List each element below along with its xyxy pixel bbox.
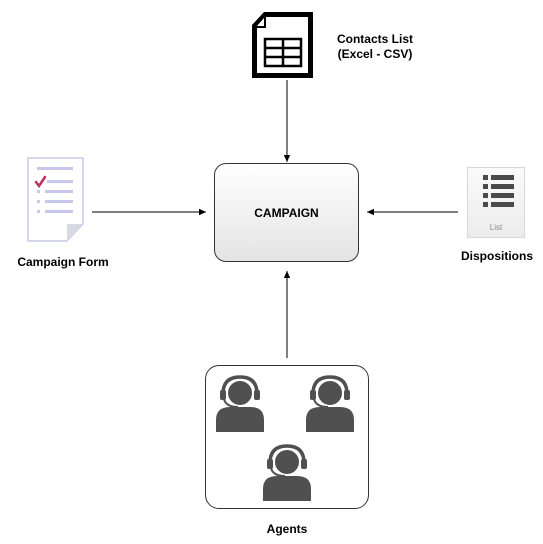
checklist-form-icon bbox=[27, 157, 84, 242]
contacts-subtitle: (Excel - CSV) bbox=[337, 47, 413, 61]
headset-agent-icon bbox=[306, 375, 354, 432]
form-label: Campaign Form bbox=[17, 255, 109, 269]
agents-label: Agents bbox=[266, 522, 308, 536]
contacts-title: Contacts List bbox=[336, 32, 413, 46]
spreadsheet-document-icon bbox=[252, 12, 313, 78]
campaign-box[interactable]: CAMPAIGN bbox=[214, 163, 359, 262]
dispositions-label: Dispositions bbox=[460, 249, 533, 263]
campaign-label: CAMPAIGN bbox=[254, 205, 319, 220]
headset-agent-icon bbox=[263, 444, 311, 501]
headset-agent-icon bbox=[216, 375, 264, 432]
list-card-caption: List bbox=[489, 223, 503, 232]
list-icon: List bbox=[467, 167, 525, 238]
list-bullets-graphic bbox=[483, 175, 514, 207]
